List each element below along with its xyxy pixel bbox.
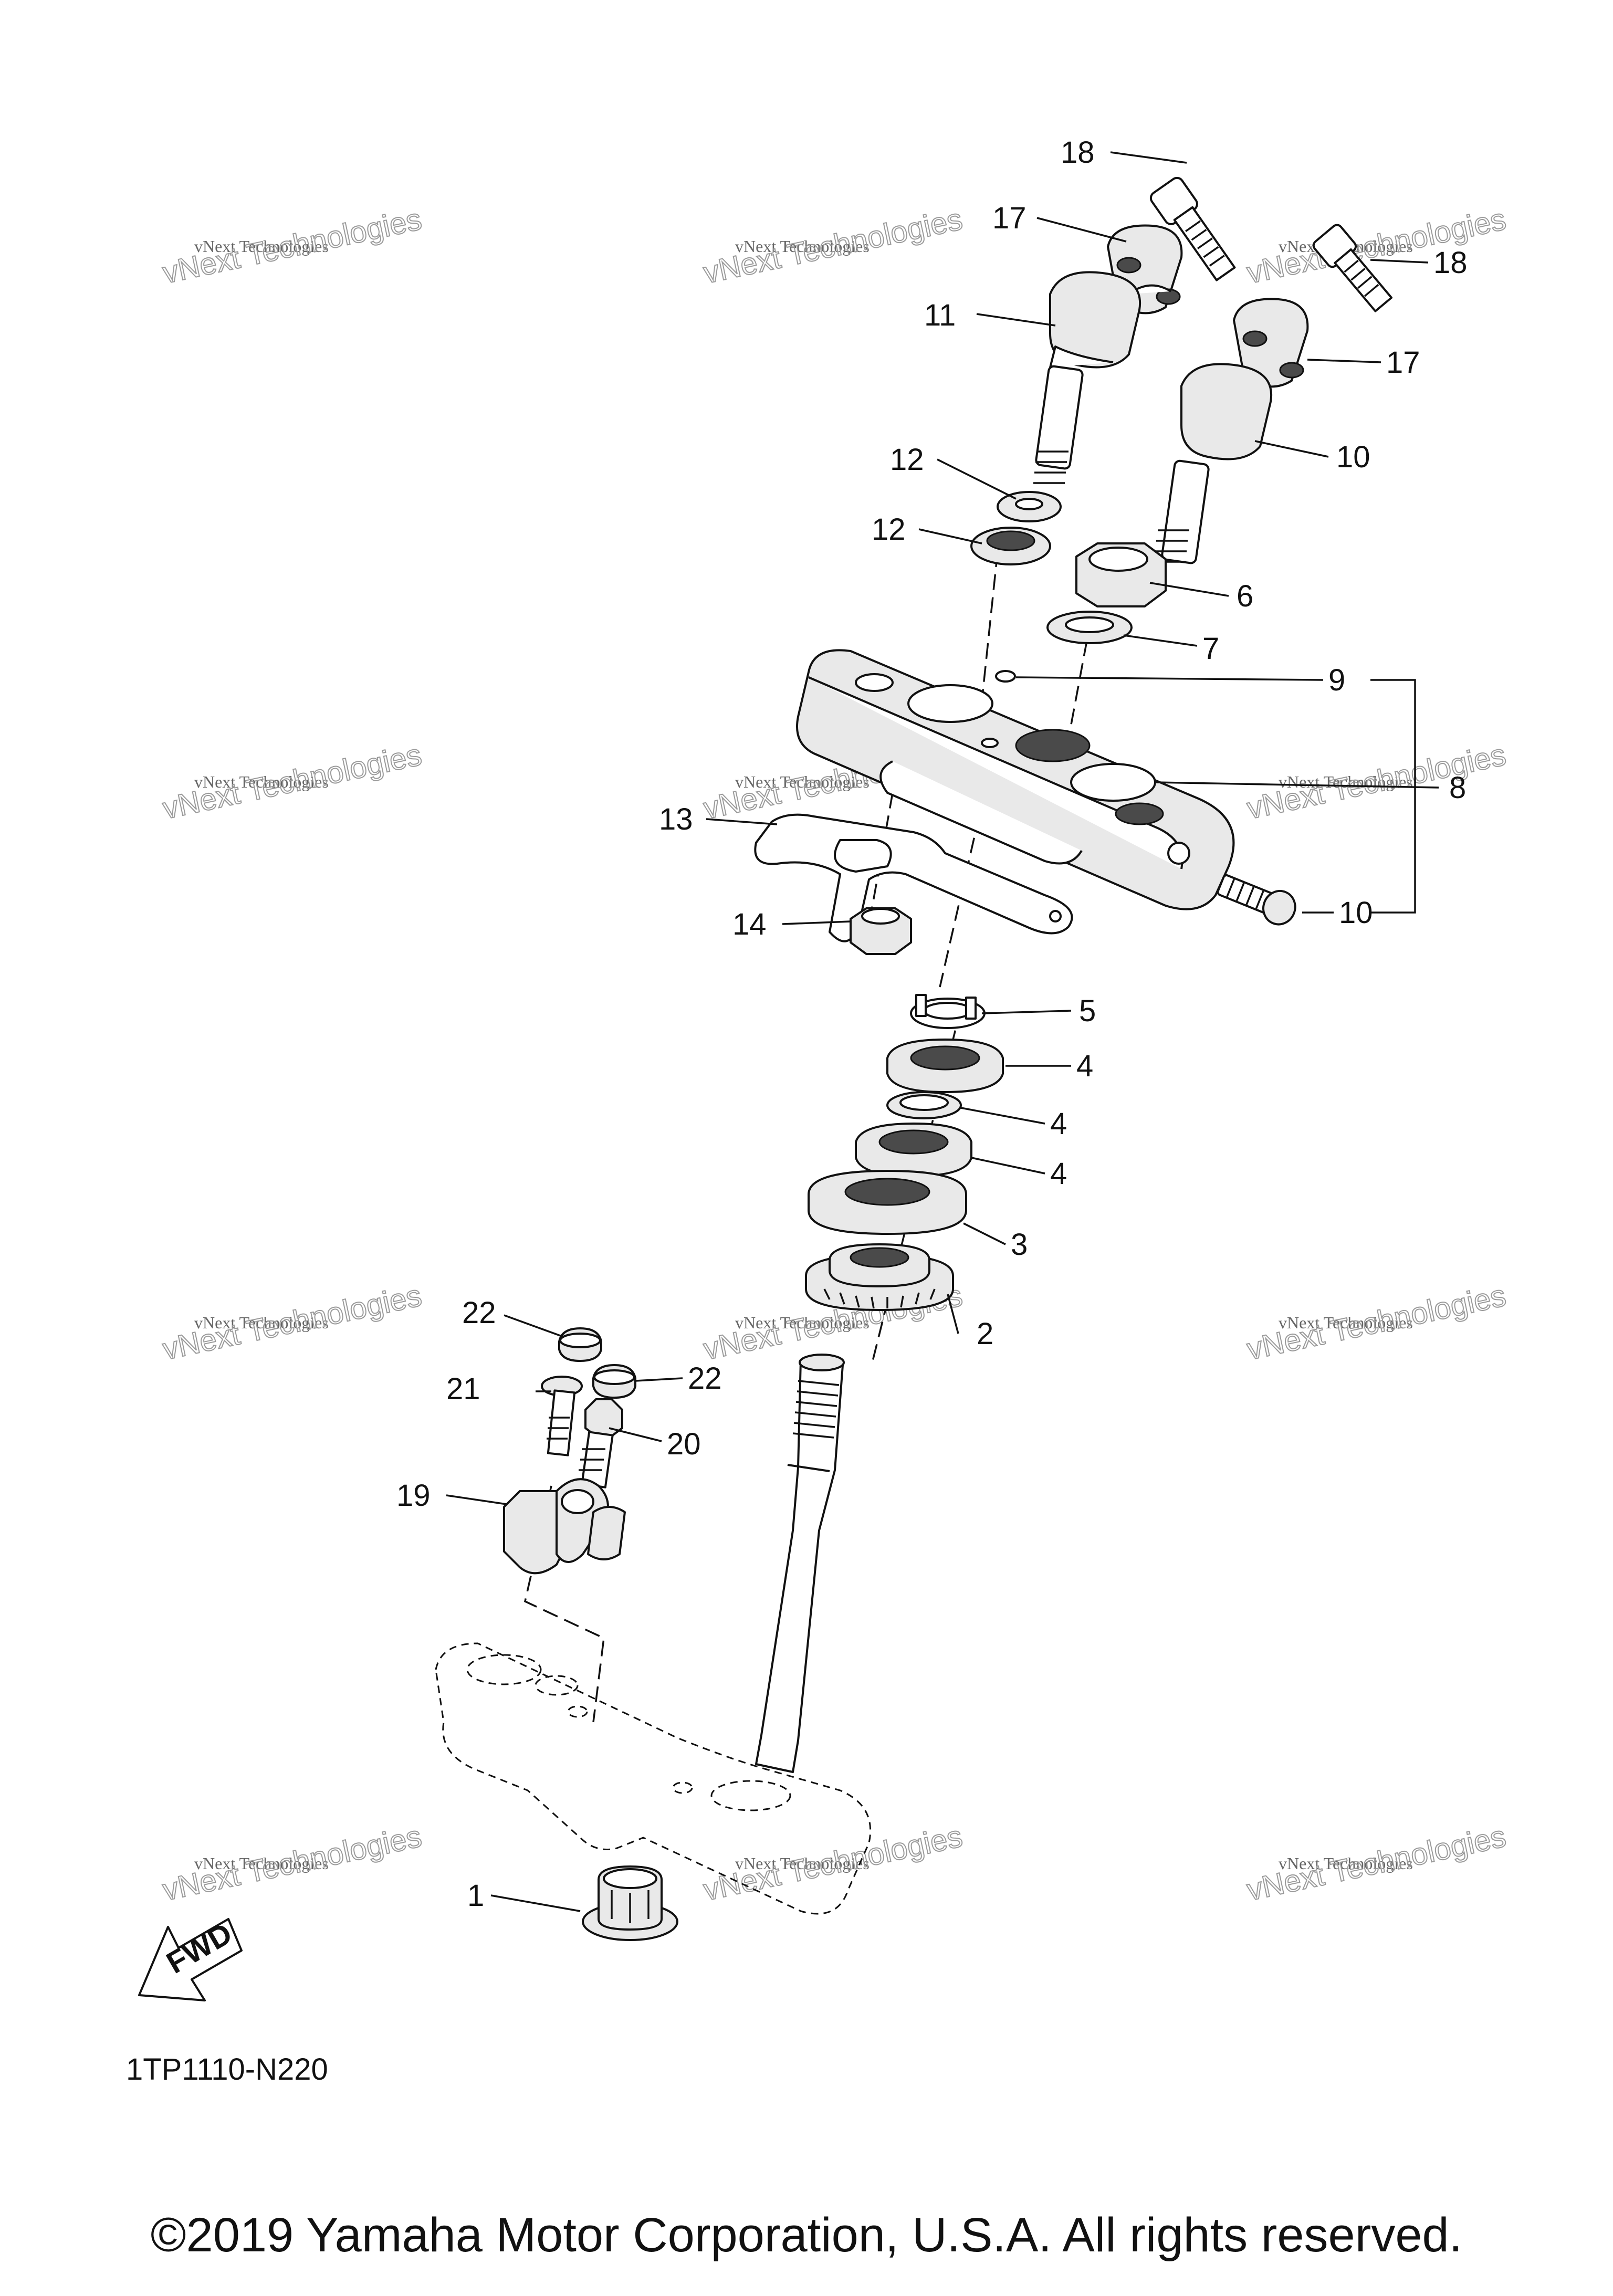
callout-19: 19 (396, 1479, 431, 1513)
part-13-bushing (970, 527, 1051, 565)
watermark: vNext Technologies vNext Technologies (159, 737, 425, 826)
watermark: vNext Technologies vNext Technologies (1243, 202, 1509, 291)
fwd-arrow-icon: FWD (138, 1916, 243, 2001)
callout-22-right: 22 (688, 1361, 722, 1396)
part-14-washer (997, 491, 1062, 522)
part-12-riser-left (1033, 271, 1141, 484)
callout-3: 3 (1011, 1228, 1028, 1262)
watermark-small-text: vNext Technologies (194, 1854, 329, 1873)
callout-20: 20 (667, 1427, 701, 1461)
callout-16: 14 (732, 907, 767, 941)
watermark-small-text: vNext Technologies (1279, 1313, 1413, 1332)
callout-14: 12 (890, 443, 924, 477)
callouts: 18 17 11 12 12 18 17 10 6 7 9 8 13 14 5 … (396, 135, 1468, 1913)
callout-15: 13 (659, 802, 693, 836)
callout-11: 10 (1339, 896, 1373, 930)
watermark: vNext Technologies vNext Technologies (1243, 1819, 1509, 1908)
leader-lines (446, 151, 1439, 1912)
watermark-small-text: vNext Technologies (735, 237, 870, 256)
watermark: vNext Technologies vNext Technologies (159, 202, 425, 291)
part-22-cap-left (558, 1327, 602, 1362)
part-20-bolt (579, 1398, 623, 1488)
callout-17-right: 17 (1386, 345, 1420, 380)
part-10-plug (995, 670, 1016, 683)
part-21-screw (541, 1376, 583, 1456)
part-4-ring-nut-lower (855, 1123, 972, 1177)
watermark: vNext Technologies vNext Technologies (1243, 737, 1509, 826)
copyright-notice: ©2019 Yamaha Motor Corporation, U.S.A. A… (150, 2208, 1463, 2262)
part-11-bolt (1217, 874, 1296, 926)
callout-21: 21 (446, 1372, 480, 1406)
part-12-riser-right (1154, 363, 1273, 564)
watermark: vNext Technologies vNext Technologies (1243, 1278, 1509, 1367)
callout-1: 1 (467, 1879, 484, 1913)
callout-12-right: 10 (1336, 440, 1370, 474)
part-6-lock-washer (910, 994, 986, 1029)
callout-17-upper: 17 (992, 201, 1027, 235)
watermark: vNext Technologies vNext Technologies (700, 1819, 966, 1908)
callout-12-left: 11 (924, 298, 956, 332)
watermarks: vNext Technologies vNext Technologies vN… (159, 202, 1509, 1908)
part-2-bearing (805, 1243, 954, 1311)
callout-9: 8 (1449, 771, 1466, 805)
part-15-cable-guide (754, 813, 1073, 942)
callout-4-upper: 4 (1076, 1049, 1093, 1083)
callout-18-upper: 18 (1061, 135, 1095, 170)
part-16-nut (850, 907, 912, 955)
watermark-small-text: vNext Technologies (735, 772, 870, 791)
callout-13: 12 (872, 512, 906, 547)
callout-22-left: 22 (462, 1296, 496, 1330)
part-7-nut (1075, 542, 1167, 607)
callout-18-right: 18 (1433, 246, 1468, 280)
part-1-stem-nut (582, 1865, 678, 1941)
watermark-small-text: vNext Technologies (194, 772, 329, 791)
watermark-small-text: vNext Technologies (194, 237, 329, 256)
callout-2: 2 (977, 1317, 993, 1351)
callout-10: 9 (1328, 663, 1345, 697)
watermark: vNext Technologies vNext Technologies (159, 1819, 425, 1908)
watermark-small-text: vNext Technologies (735, 1854, 870, 1873)
lower-bracket (435, 1642, 872, 1915)
watermark-small-text: vNext Technologies (1279, 772, 1413, 791)
part-5-washer (886, 1091, 962, 1119)
part-18-bolt-right (1312, 224, 1393, 312)
part-17-clamp-right (1233, 298, 1309, 388)
callout-4-lower-visible: 4 (1050, 1157, 1067, 1191)
part-18-bolt-upper (1149, 176, 1236, 281)
part-3-dust-seal (808, 1170, 967, 1235)
part-22-cap-right (592, 1364, 636, 1399)
callout-5: 4 (1050, 1107, 1067, 1141)
watermark: vNext Technologies vNext Technologies (159, 1278, 425, 1367)
diagram-code: 1TP1110-N220 (126, 2052, 328, 2087)
steering-stem (755, 1354, 845, 1773)
part-4-ring-nut-upper (886, 1039, 1004, 1093)
callout-8: 7 (1202, 632, 1219, 666)
part-19-clamp (503, 1478, 626, 1575)
watermark-small-text: vNext Technologies (194, 1313, 329, 1332)
callout-6: 5 (1079, 994, 1096, 1028)
watermark-small-text: vNext Technologies (1279, 1854, 1413, 1873)
part-8-washer (1046, 611, 1133, 644)
part-9-upper-bracket (796, 649, 1235, 910)
callout-7: 6 (1237, 579, 1253, 613)
watermark: vNext Technologies vNext Technologies (700, 202, 966, 291)
watermark-small-text: vNext Technologies (735, 1313, 870, 1332)
